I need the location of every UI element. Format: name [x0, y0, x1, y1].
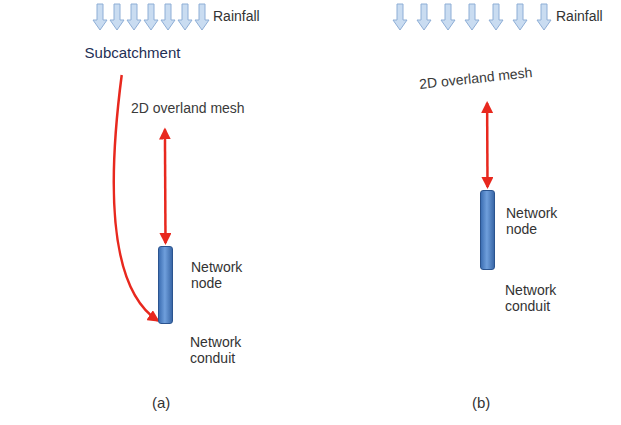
node-label: Network node [506, 205, 572, 237]
terrain-mesh: 2D overland mesh [335, 40, 600, 190]
rain-arrow [127, 4, 141, 30]
network-conduit: Network conduit [55, 300, 305, 390]
leader-line [470, 282, 501, 294]
rain-arrow [537, 4, 551, 30]
rain-arrow [417, 4, 431, 30]
conduit-pipe [55, 300, 305, 390]
mesh-label: 2D overland mesh [418, 64, 533, 92]
node-label: Network node [191, 259, 257, 291]
network-conduit: Network conduit [378, 246, 608, 336]
network-node: Network node [480, 190, 495, 270]
leader-line [147, 336, 186, 346]
rain-arrow [178, 4, 192, 30]
conduit-label: Network conduit [505, 282, 577, 314]
network-node: Network node [158, 246, 173, 324]
flow-arrow [164, 130, 167, 244]
panel-label: (b) [472, 394, 490, 411]
rain-arrow [161, 4, 175, 30]
rainfall-arrows [0, 0, 621, 40]
conduit-pipe [378, 246, 608, 336]
area-label: Subcatchment [85, 44, 181, 61]
rain-arrow [195, 4, 209, 30]
terrain-mesh: 2D overland mesh [55, 80, 295, 230]
rain-arrow [393, 4, 407, 30]
panel-label: (a) [152, 394, 170, 411]
rain-arrow [513, 4, 527, 30]
rain-arrow [93, 4, 107, 30]
rain-arrow [144, 4, 158, 30]
subcatchment-area: Subcatchment [10, 30, 255, 75]
rain-arrow [441, 4, 455, 30]
rainfall-label: Rainfall [213, 8, 260, 24]
rainfall-label: Rainfall [556, 8, 603, 24]
mesh-label: 2D overland mesh [131, 100, 245, 116]
rain-arrow [110, 4, 124, 30]
conduit-label: Network conduit [190, 334, 262, 366]
terrain-surface [335, 40, 600, 190]
rain-arrow [465, 4, 479, 30]
rain-arrow [489, 4, 503, 30]
flow-arrow [486, 103, 489, 187]
